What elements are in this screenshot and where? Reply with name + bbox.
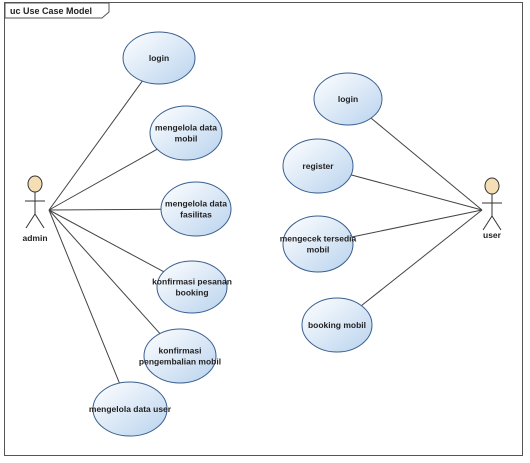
actor-figure-part	[25, 213, 36, 229]
use-case-ellipse	[156, 260, 228, 314]
use-case-ellipse	[301, 297, 373, 353]
association-admin-a-login	[48, 80, 143, 211]
use-case-ellipse	[149, 105, 223, 161]
association-admin-a-konfirmasi-pesanan	[48, 209, 164, 273]
use-case-ellipse	[122, 31, 196, 85]
use-case-label: mengelola data	[165, 199, 227, 209]
association-admin-a-kelola-mobil	[48, 148, 158, 211]
actor-figure-part	[491, 215, 502, 231]
associations-layer	[48, 80, 483, 384]
association-user-u-login	[370, 117, 483, 211]
actor-user[interactable]: user	[482, 177, 502, 240]
use-case-ellipse	[313, 72, 383, 126]
association-user-u-booking	[361, 209, 483, 307]
use-case-label: konfirmasi pesanan	[152, 277, 232, 287]
diagram-frame: uc Use Case Model	[4, 2, 523, 456]
frame-title: uc Use Case Model	[10, 6, 93, 16]
actor-admin[interactable]: admin	[22, 175, 48, 243]
use-case-label: booking mobil	[308, 320, 366, 330]
use-case-label: konfirmasi	[159, 346, 202, 356]
use-case-label: login	[149, 53, 169, 63]
actor-figure-part	[482, 215, 493, 231]
association-admin-a-kelola-fasilitas	[48, 208, 162, 211]
use-case-label: mobil	[175, 134, 198, 144]
frame-tab	[5, 3, 110, 19]
association-admin-a-kelola-user	[48, 209, 120, 384]
actor-label: user	[483, 230, 502, 240]
use-case-u-register[interactable]: register	[282, 138, 354, 194]
use-case-label: register	[302, 161, 334, 171]
use-case-label: mengelola data user	[89, 404, 172, 414]
use-case-label: mengecek tersedia	[280, 234, 357, 244]
association-user-u-register	[350, 174, 483, 211]
use-case-ellipse	[92, 381, 168, 437]
association-user-u-cek-tersedia	[351, 209, 483, 238]
use-case-ellipse	[160, 181, 232, 237]
actor-figure-part	[27, 175, 43, 193]
use-case-label: booking	[175, 288, 208, 298]
use-case-ellipse	[143, 328, 217, 384]
actor-figure-part	[484, 177, 500, 195]
use-case-u-login[interactable]: login	[313, 72, 383, 126]
use-case-u-booking[interactable]: booking mobil	[301, 297, 373, 353]
use-case-ellipse	[282, 138, 354, 194]
use-case-label: pengembalian mobil	[139, 357, 221, 367]
use-case-label: mengelola data	[155, 123, 217, 133]
actor-figure-part	[34, 213, 45, 229]
actors-layer: admin user	[22, 175, 502, 243]
use-case-ellipse	[282, 215, 354, 273]
actor-label: admin	[22, 233, 47, 243]
use-case-a-login[interactable]: login	[122, 31, 196, 85]
association-admin-a-konfirmasi-pengembalian	[48, 209, 161, 334]
use-case-a-kelola-user[interactable]: mengelola data user	[89, 381, 172, 437]
use-case-label: mobil	[307, 245, 330, 255]
use-case-label: login	[338, 94, 358, 104]
use-case-label: fasilitas	[180, 210, 212, 220]
